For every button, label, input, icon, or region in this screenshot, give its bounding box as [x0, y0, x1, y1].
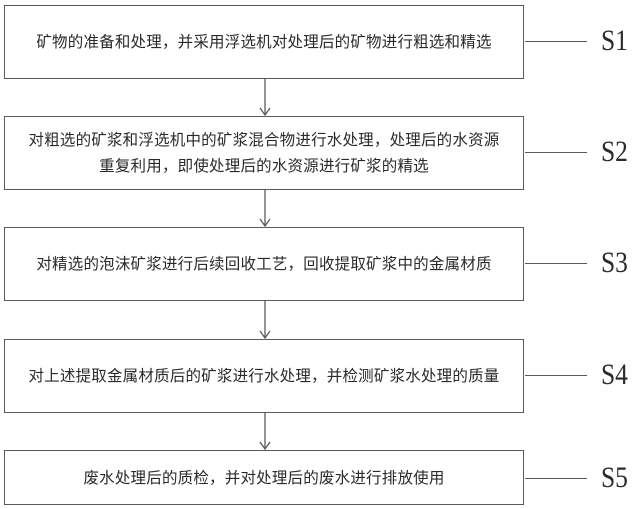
step-box-s4: 对上述提取金属材质后的矿浆进行水处理，并检测矿浆水处理的质量: [4, 339, 524, 413]
step-label-s1: S1: [601, 24, 628, 57]
arrow-down-icon: [259, 79, 271, 116]
arrow-down-icon: [259, 190, 271, 227]
step-box-s2: 对粗选的矿浆和浮选机中的矿浆混合物进行水处理，处理后的水资源重复利用，即使处理后…: [4, 116, 524, 190]
leader-line-s3: [525, 263, 587, 264]
step-label-s5: S5: [601, 461, 628, 494]
step-text-s2: 对粗选的矿浆和浮选机中的矿浆混合物进行水处理，处理后的水资源重复利用，即使处理后…: [28, 131, 500, 175]
step-text-s5: 废水处理后的质检，并对处理后的废水进行排放使用: [83, 468, 445, 487]
arrow-down-icon: [259, 413, 271, 450]
step-box-s1: 矿物的准备和处理，并采用浮选机对处理后的矿物进行粗选和精选: [4, 5, 524, 79]
leader-line-s5: [525, 478, 587, 479]
step-label-s4: S4: [601, 358, 628, 391]
leader-line-s1: [525, 41, 587, 42]
step-box-s3: 对精选的泡沫矿浆进行后续回收工艺，回收提取矿浆中的金属材质: [4, 227, 524, 301]
step-text-s4: 对上述提取金属材质后的矿浆进行水处理，并检测矿浆水处理的质量: [28, 367, 500, 385]
leader-line-s2: [525, 152, 587, 153]
step-label-s3: S3: [601, 246, 628, 279]
step-box-s5: 废水处理后的质检，并对处理后的废水进行排放使用: [4, 450, 524, 505]
step-label-s2: S2: [601, 135, 628, 168]
step-text-s3: 对精选的泡沫矿浆进行后续回收工艺，回收提取矿浆中的金属材质: [36, 255, 492, 273]
step-text-s1: 矿物的准备和处理，并采用浮选机对处理后的矿物进行粗选和精选: [36, 33, 492, 51]
arrow-s4-to-s5: [258, 413, 272, 450]
arrow-s3-to-s4: [258, 301, 272, 339]
arrow-s2-to-s3: [258, 190, 272, 227]
leader-line-s4: [525, 375, 587, 376]
arrow-down-icon: [259, 301, 271, 339]
arrow-s1-to-s2: [258, 79, 272, 116]
